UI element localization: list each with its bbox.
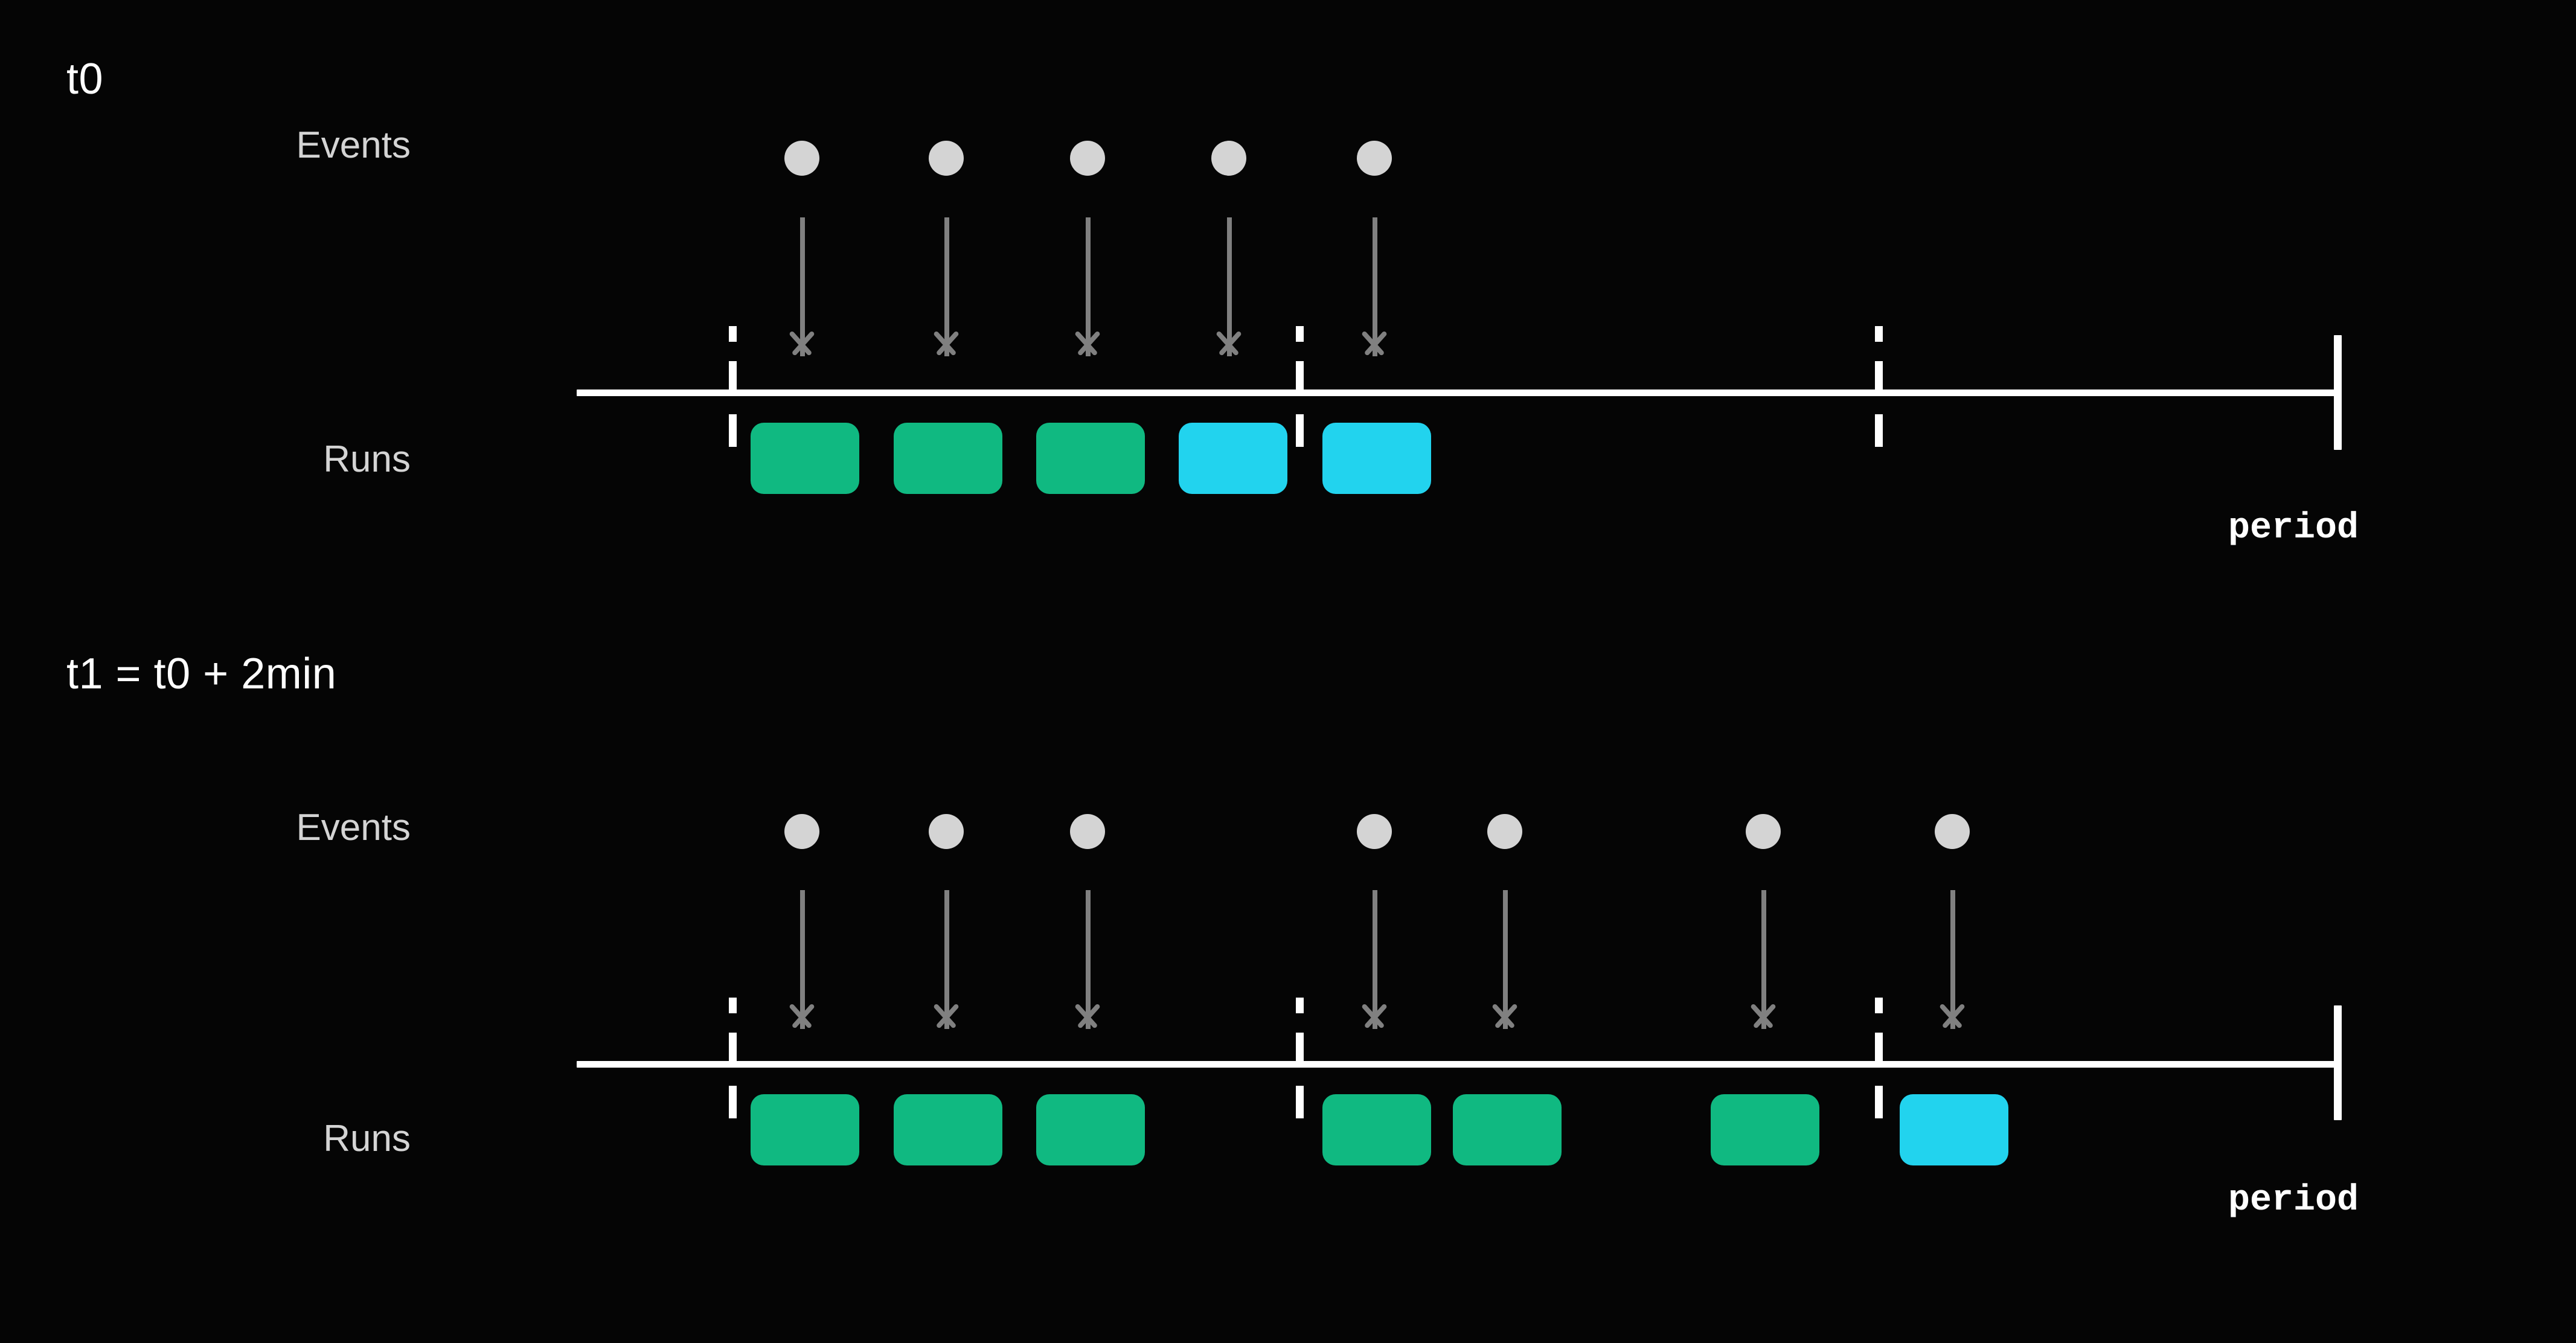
period-boundary-marker xyxy=(729,998,737,1123)
runs-row-label-t1: Runs xyxy=(323,1118,411,1159)
run-block xyxy=(894,423,1002,494)
run-block xyxy=(894,1094,1002,1165)
run-block xyxy=(1322,1094,1431,1165)
event-dot xyxy=(929,141,964,176)
timeline-axis-t1 xyxy=(577,1061,2340,1068)
event-dot xyxy=(1070,141,1105,176)
run-block xyxy=(1453,1094,1562,1165)
period-boundary-marker xyxy=(729,326,737,452)
period-label-t1: period xyxy=(2228,1180,2359,1221)
timeline-end-tick-t1 xyxy=(2334,1005,2342,1120)
event-dot xyxy=(1487,814,1522,849)
run-block xyxy=(751,1094,859,1165)
run-block xyxy=(1322,423,1431,494)
timeline-end-tick-t0 xyxy=(2334,335,2342,450)
event-dot xyxy=(1746,814,1781,849)
event-dot xyxy=(1211,141,1246,176)
period-boundary-marker xyxy=(1296,998,1304,1123)
event-dot xyxy=(929,814,964,849)
event-dot xyxy=(784,141,819,176)
run-block xyxy=(1179,423,1287,494)
event-dot xyxy=(1935,814,1970,849)
period-boundary-marker xyxy=(1875,998,1883,1123)
period-label-t0: period xyxy=(2228,508,2359,549)
period-boundary-marker xyxy=(1296,326,1304,452)
timeline-axis-t0 xyxy=(577,389,2340,396)
run-block xyxy=(1036,423,1145,494)
section-heading-t0: t0 xyxy=(66,55,104,103)
event-dot xyxy=(1070,814,1105,849)
run-block xyxy=(1900,1094,2008,1165)
event-dot xyxy=(1357,141,1392,176)
section-heading-t1: t1 = t0 + 2min xyxy=(66,650,337,698)
run-block xyxy=(1036,1094,1145,1165)
event-dot xyxy=(784,814,819,849)
period-boundary-marker xyxy=(1875,326,1883,452)
run-block xyxy=(1711,1094,1819,1165)
events-row-label-t1: Events xyxy=(296,807,411,848)
run-block xyxy=(751,423,859,494)
runs-row-label-t0: Runs xyxy=(323,438,411,480)
events-row-label-t0: Events xyxy=(296,124,411,166)
event-dot xyxy=(1357,814,1392,849)
